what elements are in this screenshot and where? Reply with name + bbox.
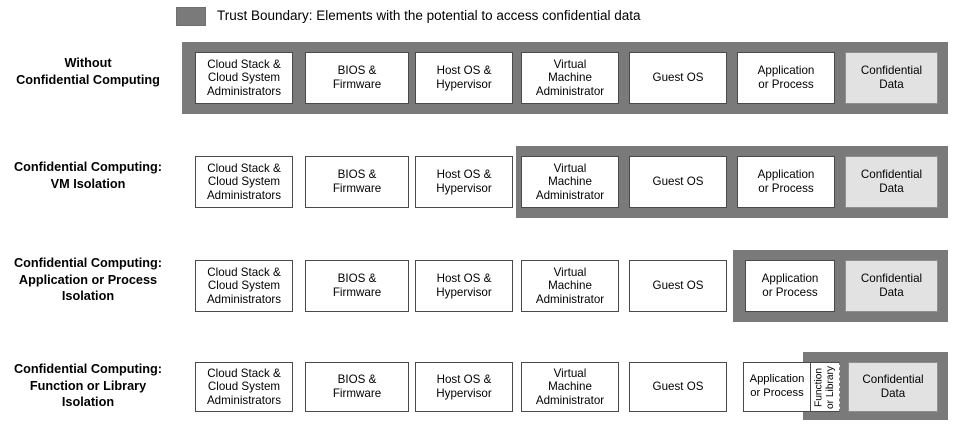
row-label-function-or-library-isolation: Confidential Computing: Function or Libr…	[14, 362, 162, 409]
box-application-or-process[interactable]: Application or Process	[737, 52, 835, 104]
box-host-os-hypervisor[interactable]: Host OS & Hypervisor	[415, 156, 513, 208]
box-virtual-machine-administrator[interactable]: Virtual Machine Administrator	[521, 156, 619, 208]
box-confidential-data[interactable]: Confidential Data	[845, 156, 938, 208]
box-guest-os[interactable]: Guest OS	[629, 52, 727, 104]
box-bios-firmware[interactable]: BIOS & Firmware	[305, 260, 409, 312]
row-label-vm-isolation: Confidential Computing: VM Isolation	[14, 160, 162, 191]
trust-boundary-swatch-icon	[176, 6, 206, 26]
box-confidential-data[interactable]: Confidential Data	[845, 52, 938, 104]
box-guest-os[interactable]: Guest OS	[629, 260, 727, 312]
box-application-or-process[interactable]: Application or Process	[743, 362, 811, 412]
box-host-os-hypervisor[interactable]: Host OS & Hypervisor	[415, 362, 513, 412]
box-virtual-machine-administrator[interactable]: Virtual Machine Administrator	[521, 52, 619, 104]
box-guest-os[interactable]: Guest OS	[629, 156, 727, 208]
box-bios-firmware[interactable]: BIOS & Firmware	[305, 362, 409, 412]
box-guest-os[interactable]: Guest OS	[629, 362, 727, 412]
box-host-os-hypervisor[interactable]: Host OS & Hypervisor	[415, 52, 513, 104]
legend: Trust Boundary: Elements with the potent…	[176, 4, 640, 28]
box-application-or-process[interactable]: Application or Process	[745, 260, 835, 312]
box-virtual-machine-administrator[interactable]: Virtual Machine Administrator	[521, 362, 619, 412]
box-confidential-data[interactable]: Confidential Data	[848, 362, 938, 412]
row-application-or-process-isolation: Confidential Computing: Application or P…	[0, 242, 960, 330]
box-cloud-administrators[interactable]: Cloud Stack & Cloud System Administrator…	[195, 156, 293, 208]
box-cloud-administrators[interactable]: Cloud Stack & Cloud System Administrator…	[195, 52, 293, 104]
legend-label: Trust Boundary: Elements with the potent…	[217, 8, 641, 23]
row-label-application-or-process-isolation: Confidential Computing: Application or P…	[14, 256, 162, 303]
box-cloud-administrators[interactable]: Cloud Stack & Cloud System Administrator…	[195, 260, 293, 312]
box-application-or-process[interactable]: Application or Process	[737, 156, 835, 208]
box-virtual-machine-administrator[interactable]: Virtual Machine Administrator	[521, 260, 619, 312]
box-host-os-hypervisor[interactable]: Host OS & Hypervisor	[415, 260, 513, 312]
box-cloud-administrators[interactable]: Cloud Stack & Cloud System Administrator…	[195, 362, 293, 412]
row-function-or-library-isolation: Confidential Computing: Function or Libr…	[0, 348, 960, 424]
box-confidential-data[interactable]: Confidential Data	[845, 260, 938, 312]
row-without-confidential-computing: Without Confidential Computing Cloud Sta…	[0, 34, 960, 122]
row-label-without-confidential-computing: Without Confidential Computing	[16, 56, 160, 87]
row-vm-isolation: Confidential Computing: VM Isolation Clo…	[0, 138, 960, 226]
box-bios-firmware[interactable]: BIOS & Firmware	[305, 156, 409, 208]
box-function-or-library[interactable]: Function or Library	[810, 362, 840, 412]
box-bios-firmware[interactable]: BIOS & Firmware	[305, 52, 409, 104]
